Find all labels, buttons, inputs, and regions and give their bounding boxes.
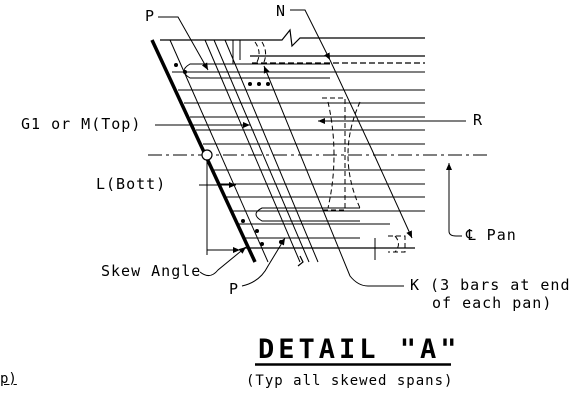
- skew-bar-2: [213, 39, 310, 263]
- label-r: R: [473, 111, 484, 129]
- skew-edge-circle: [201, 149, 213, 161]
- label-p-top: P: [145, 7, 156, 25]
- detail-title: DETAIL "A": [258, 334, 461, 365]
- label-p-bottom: P: [229, 280, 240, 298]
- bottom-hairpin: [255, 207, 360, 222]
- label-cl-pan: ℄ Pan: [466, 226, 517, 244]
- cl-pan-dimension: [446, 163, 462, 237]
- left-fragment-text: p): [0, 371, 17, 387]
- top-slab-edge: [160, 28, 425, 64]
- detail-subtitle: (Typ all skewed spans): [246, 373, 454, 389]
- pan-outline-dashed: [254, 41, 406, 253]
- skew-edge-2: [169, 39, 269, 263]
- title-underline: [255, 363, 451, 366]
- skew-bar-1: [204, 39, 301, 263]
- label-n-top: N: [276, 2, 287, 20]
- label-g1-m-top: G1 or M(Top): [21, 115, 142, 133]
- leaders: [155, 9, 466, 287]
- bottom-edge: [244, 247, 415, 267]
- label-k-line1: K (3 bars at end: [410, 276, 571, 294]
- horizontal-bars: [172, 71, 425, 239]
- label-l-bott: L(Bott): [96, 175, 167, 193]
- skew-bar-3: [224, 39, 319, 263]
- label-skew-angle: Skew Angle: [101, 262, 202, 280]
- label-k-line2: of each pan): [432, 294, 553, 312]
- slab-end-outline: [232, 40, 376, 260]
